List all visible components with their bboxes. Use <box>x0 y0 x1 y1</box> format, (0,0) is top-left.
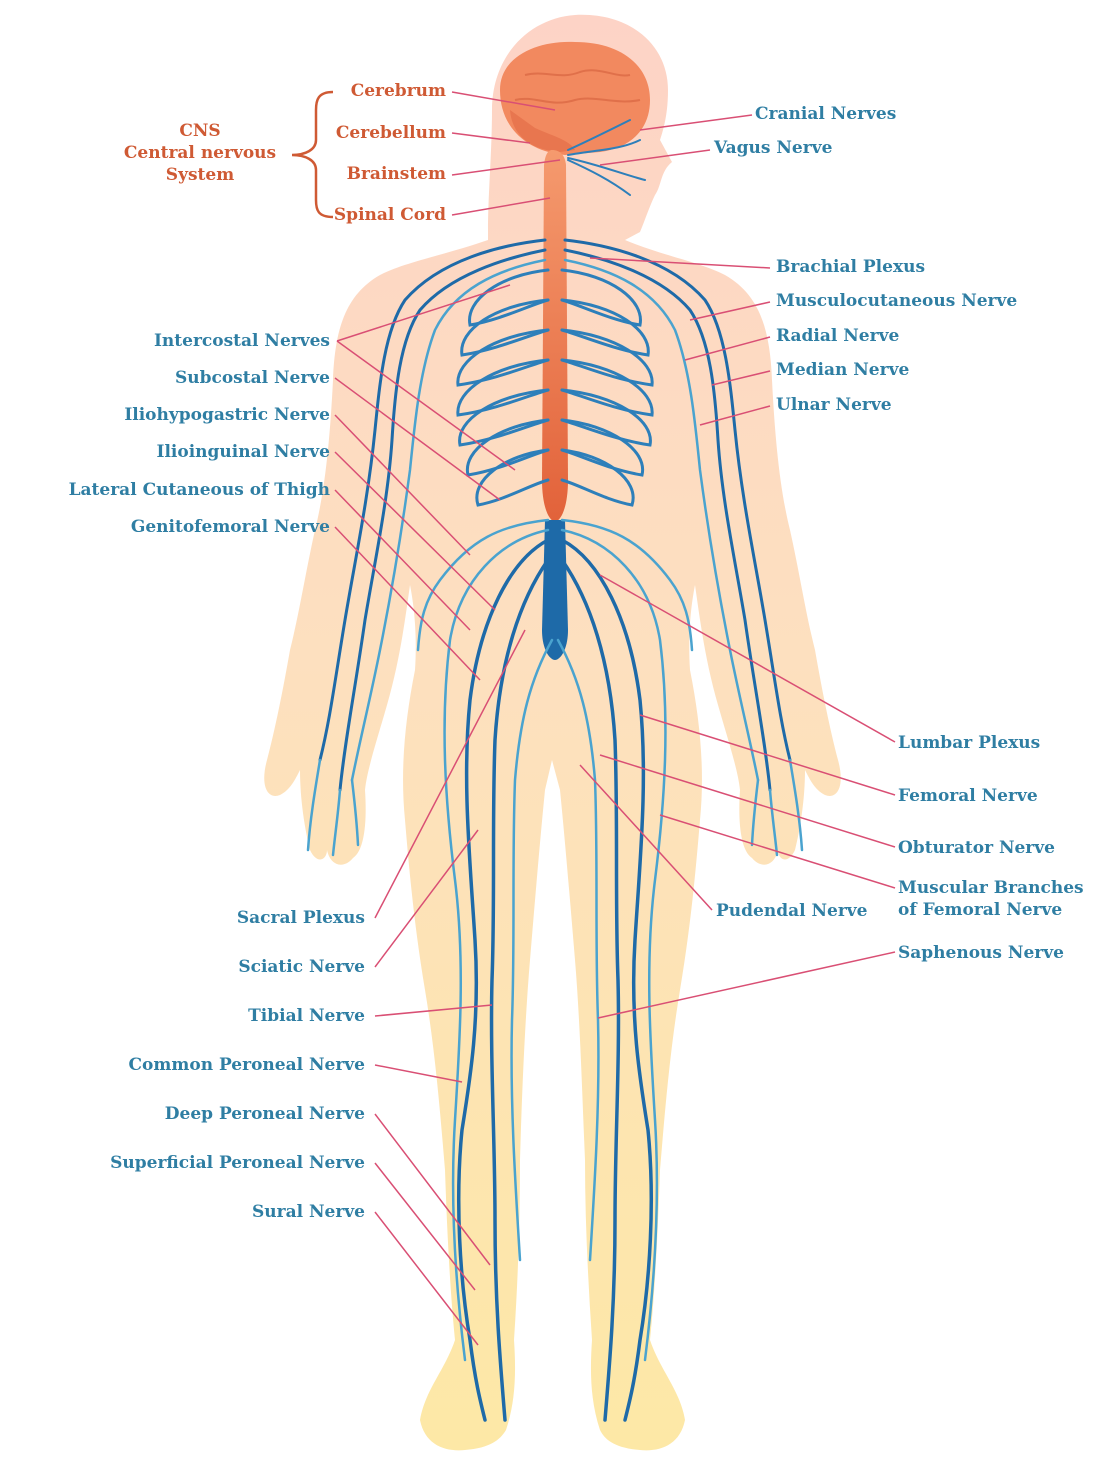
label-genitofemoral-nerve: Genitofemoral Nerve <box>130 517 330 537</box>
cauda-equina <box>542 520 568 660</box>
label-deep-peroneal-nerve: Deep Peroneal Nerve <box>164 1104 365 1124</box>
label-vagus-nerve: Vagus Nerve <box>714 138 833 158</box>
label-sciatic-nerve: Sciatic Nerve <box>238 957 365 977</box>
nerve-network <box>306 119 804 1422</box>
cns-group-line2: Central nervous <box>123 143 277 163</box>
label-muscular-branches-line1: Muscular Branches <box>898 878 1084 898</box>
label-lateral-cutaneous-thigh: Lateral Cutaneous of Thigh <box>68 480 330 500</box>
label-cerebellum: Cerebellum <box>335 123 446 143</box>
label-radial-nerve: Radial Nerve <box>776 326 900 346</box>
label-median-nerve: Median Nerve <box>776 360 910 380</box>
label-tibial-nerve: Tibial Nerve <box>248 1006 365 1026</box>
label-femoral-nerve: Femoral Nerve <box>898 786 1038 806</box>
label-spinal-cord: Spinal Cord <box>333 205 446 225</box>
leader-lines <box>334 91 896 1346</box>
cns-group-line3: System <box>165 165 235 185</box>
label-ilioinguinal-nerve: Ilioinguinal Nerve <box>156 442 331 462</box>
label-common-peroneal-nerve: Common Peroneal Nerve <box>128 1055 365 1075</box>
label-sacral-plexus: Sacral Plexus <box>236 908 365 928</box>
label-sural-nerve: Sural Nerve <box>252 1202 365 1222</box>
label-ulnar-nerve: Ulnar Nerve <box>776 395 892 415</box>
label-saphenous-nerve: Saphenous Nerve <box>898 943 1064 963</box>
body-silhouette <box>264 14 841 1451</box>
cns-bracket <box>291 90 334 219</box>
label-brachial-plexus: Brachial Plexus <box>776 257 926 277</box>
label-lumbar-plexus: Lumbar Plexus <box>898 733 1041 753</box>
label-superficial-peroneal-nerve: Superficial Peroneal Nerve <box>110 1153 365 1173</box>
spinal-cord <box>542 150 568 522</box>
cns-group-line1: CNS <box>179 121 221 141</box>
label-brainstem: Brainstem <box>346 164 446 184</box>
label-cerebrum: Cerebrum <box>350 81 446 101</box>
label-intercostal-nerves: Intercostal Nerves <box>153 331 330 351</box>
label-pudendal-nerve: Pudendal Nerve <box>716 901 868 921</box>
cns-group-label: CNS Central nervous System <box>110 120 290 186</box>
brain <box>500 41 650 155</box>
label-musculocutaneous-nerve: Musculocutaneous Nerve <box>776 291 1018 311</box>
label-subcostal-nerve: Subcostal Nerve <box>174 368 330 388</box>
label-muscular-branches-femoral: Muscular Branches of Femoral Nerve <box>898 877 1084 921</box>
label-obturator-nerve: Obturator Nerve <box>898 838 1055 858</box>
label-iliohypogastric-nerve: Iliohypogastric Nerve <box>124 405 330 425</box>
label-muscular-branches-line2: of Femoral Nerve <box>898 900 1063 920</box>
label-cranial-nerves: Cranial Nerves <box>755 104 897 124</box>
